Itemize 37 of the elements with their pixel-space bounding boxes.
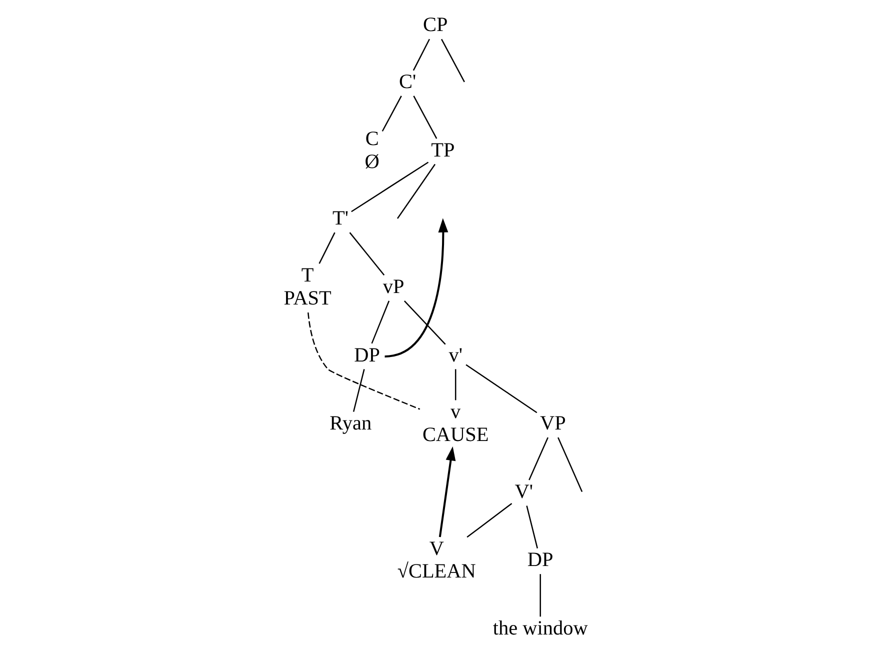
node-text: TP <box>430 139 454 162</box>
connector <box>440 38 464 82</box>
node-text: the window <box>492 617 588 640</box>
arrow <box>438 446 456 538</box>
node-text: C' <box>398 71 416 94</box>
node-text: CP <box>422 14 448 36</box>
node-text: T PAST <box>283 264 331 310</box>
node-text: T' <box>332 208 348 230</box>
node-text: V √CLEAN <box>396 538 476 583</box>
node-text: Ryan <box>329 412 372 435</box>
node-text: v CAUSE <box>422 401 488 446</box>
connector <box>350 162 428 212</box>
connector <box>396 164 436 219</box>
connector <box>352 369 364 412</box>
node-text: V' <box>514 480 533 503</box>
connector <box>412 96 437 139</box>
connector <box>454 369 456 400</box>
arrow <box>384 218 448 358</box>
connector <box>526 506 538 548</box>
node-text: vP <box>382 276 404 298</box>
connector <box>318 232 335 264</box>
node-text: C Ø <box>364 128 379 173</box>
connector <box>466 502 512 538</box>
connector <box>307 312 420 410</box>
connector <box>412 38 430 71</box>
node-text: v' <box>448 344 462 366</box>
connector <box>381 96 402 132</box>
node-text: DP <box>354 344 380 366</box>
node-text: DP <box>526 549 553 572</box>
node-text: VP <box>540 412 566 435</box>
connector <box>528 437 548 480</box>
connector <box>348 232 384 276</box>
connector <box>403 300 446 345</box>
connector <box>465 364 537 414</box>
connector <box>370 300 390 344</box>
connector <box>557 437 582 492</box>
connector <box>539 574 540 617</box>
